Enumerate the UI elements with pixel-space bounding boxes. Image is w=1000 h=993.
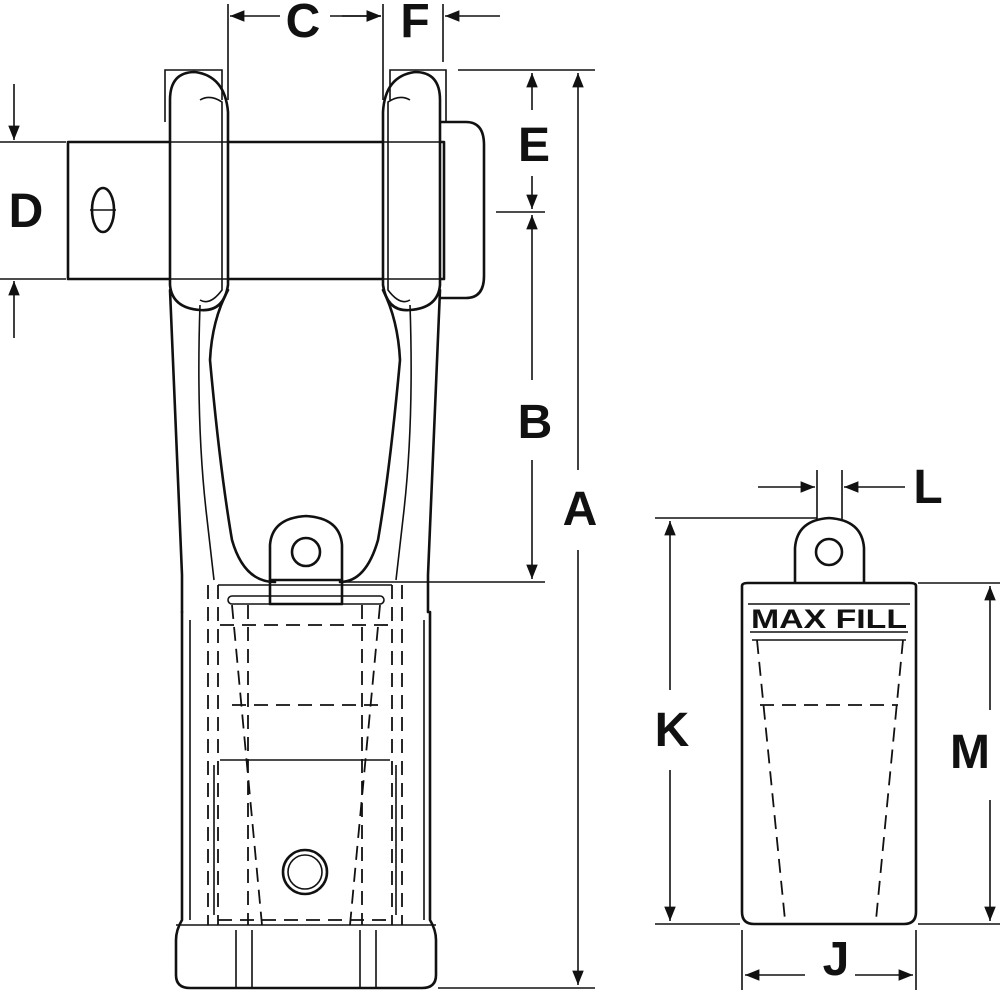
label-k: K <box>655 704 690 757</box>
label-m: M <box>950 726 990 779</box>
label-l: L <box>913 461 942 514</box>
label-b: B <box>518 396 553 449</box>
clevis-pin <box>66 140 446 281</box>
wedge-body <box>740 581 918 926</box>
bottom-pin-hole <box>281 848 329 896</box>
right-clevis-eye <box>381 70 442 312</box>
pin-head <box>439 120 486 300</box>
label-d: D <box>9 185 44 238</box>
socket-front-view <box>66 69 486 990</box>
dimensions-front <box>0 4 595 989</box>
dimensions-side <box>655 470 1000 990</box>
wedge-side-view: MAX FILL <box>740 516 918 926</box>
wedge-side-eye-hole <box>814 537 844 567</box>
left-leg <box>168 288 184 614</box>
wedge-side-eye <box>793 516 866 584</box>
wedge-eye-hole <box>290 536 322 568</box>
label-a: A <box>563 483 598 536</box>
socket-body <box>174 610 438 990</box>
label-j: J <box>823 933 850 986</box>
dimension-labels: C F D E B A L K M J <box>9 0 990 986</box>
left-clevis-eye <box>168 70 230 312</box>
max-fill-marking: MAX FILL <box>751 604 907 634</box>
label-e: E <box>518 119 550 172</box>
label-f: F <box>400 0 429 48</box>
wedge-eye <box>268 514 344 580</box>
label-c: C <box>286 0 321 48</box>
right-leg <box>426 288 442 614</box>
